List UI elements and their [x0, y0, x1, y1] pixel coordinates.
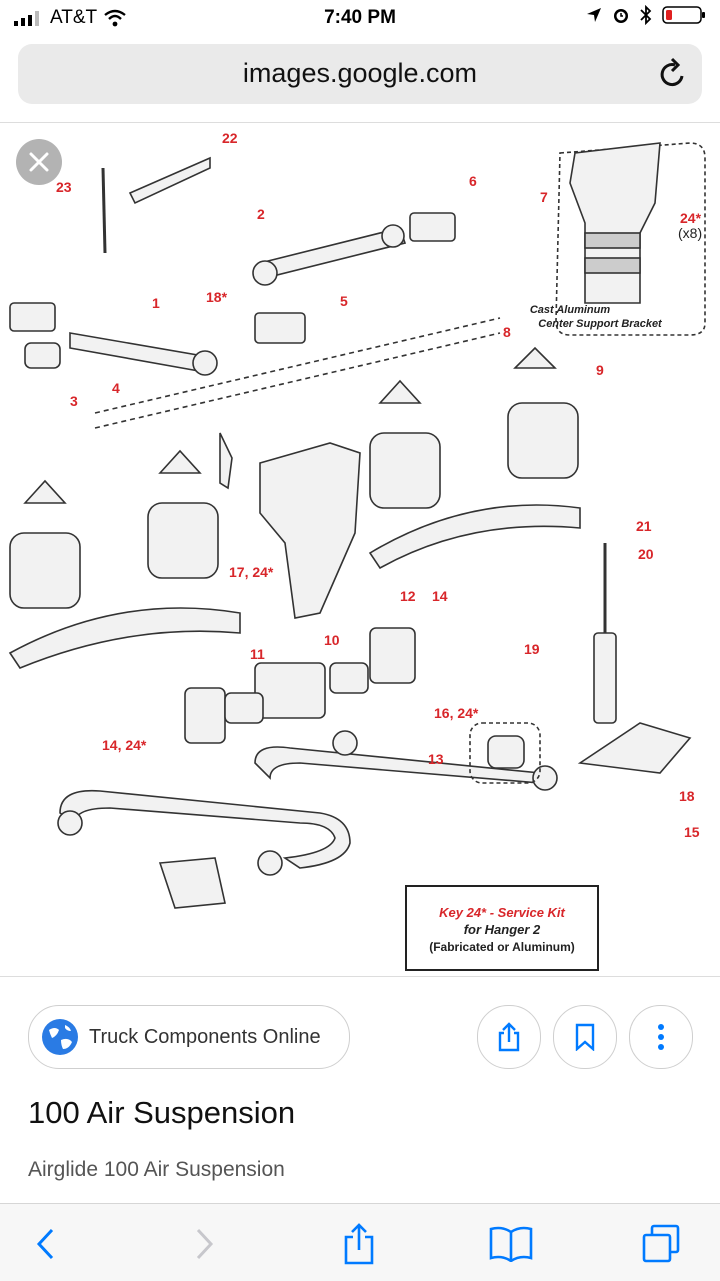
address-bar[interactable]: images.google.com	[18, 44, 702, 104]
callout-23: 23	[56, 179, 72, 195]
callout-1: 1	[152, 295, 160, 311]
callout-14: 14	[432, 588, 448, 604]
callout-8: 8	[503, 324, 511, 340]
callout-12: 12	[400, 588, 416, 604]
callout-22: 22	[222, 130, 238, 146]
callout-4: 4	[112, 380, 120, 396]
result-subtitle: Airglide 100 Air Suspension	[28, 1158, 285, 1181]
browser-toolbar	[0, 1203, 720, 1281]
battery-icon	[662, 6, 705, 24]
result-title[interactable]: 100 Air Suspension	[28, 1095, 296, 1130]
reload-icon[interactable]	[658, 56, 688, 90]
bookmark-icon	[575, 1023, 595, 1051]
back-arrow-icon	[36, 1228, 54, 1260]
status-right	[586, 5, 706, 25]
callout-9: 9	[596, 362, 604, 378]
callout-7: 7	[540, 189, 548, 205]
callout-10: 10	[324, 632, 340, 648]
callout-labels: 1 2 3 4 5 6 7 8 9 10 11 12 13 14 15 18 1…	[56, 130, 702, 840]
callout-18-star: 18*	[206, 289, 228, 305]
bookmarks-button[interactable]	[486, 1222, 536, 1266]
key-line3: (Fabricated or Aluminum)	[429, 940, 575, 954]
callout-2: 2	[257, 206, 265, 222]
share-button[interactable]	[334, 1222, 384, 1266]
suspension-diagram: Key 24* - Service Kit for Hanger 2 (Fabr…	[8, 130, 706, 971]
callout-17-24: 17, 24*	[229, 564, 274, 580]
key-title: Key 24* - Service Kit	[439, 905, 565, 920]
callout-13: 13	[428, 751, 444, 767]
callout-21: 21	[636, 518, 652, 534]
signal-icon	[14, 11, 39, 26]
callout-3: 3	[70, 393, 78, 409]
callout-18: 18	[679, 788, 695, 804]
alarm-icon	[614, 9, 628, 23]
more-options-button[interactable]	[629, 1005, 693, 1069]
callout-x8: (x8)	[678, 225, 702, 241]
more-vertical-icon	[658, 1024, 664, 1050]
bluetooth-icon	[640, 5, 652, 25]
close-image-button[interactable]	[16, 139, 62, 185]
status-bar: AT&T 7:40 PM	[0, 0, 720, 38]
status-left: AT&T	[14, 7, 127, 29]
share-icon	[344, 1223, 374, 1265]
inset-caption-2: Center Support Bracket	[538, 318, 663, 330]
source-name: Truck Components Online	[89, 1025, 321, 1048]
forward-arrow-icon	[196, 1228, 214, 1260]
wifi-icon	[104, 9, 126, 27]
carrier-label: AT&T	[50, 7, 98, 28]
forward-button[interactable]	[180, 1222, 230, 1266]
callout-20: 20	[638, 546, 654, 562]
share-icon	[498, 1022, 520, 1052]
status-time: 7:40 PM	[324, 7, 396, 28]
callout-5: 5	[340, 293, 348, 309]
url-text[interactable]: images.google.com	[242, 58, 478, 88]
callout-11: 11	[250, 646, 265, 662]
image-viewer[interactable]: Key 24* - Service Kit for Hanger 2 (Fabr…	[0, 122, 720, 977]
share-result-button[interactable]	[477, 1005, 541, 1069]
callout-6: 6	[469, 173, 477, 189]
key-line2: for Hanger 2	[464, 922, 541, 937]
callout-16-24: 16, 24*	[434, 705, 479, 721]
back-button[interactable]	[20, 1222, 70, 1266]
close-icon	[29, 152, 49, 172]
callout-19: 19	[524, 641, 540, 657]
tabs-button[interactable]	[636, 1222, 686, 1266]
save-result-button[interactable]	[553, 1005, 617, 1069]
source-link-button[interactable]: Truck Components Online	[28, 1005, 350, 1069]
callout-24-star: 24*	[680, 210, 702, 226]
open-book-icon	[489, 1226, 533, 1262]
callout-14-24: 14, 24*	[102, 737, 147, 753]
location-icon	[587, 8, 601, 22]
globe-icon	[42, 1019, 78, 1055]
tabs-icon	[642, 1224, 680, 1263]
callout-15: 15	[684, 824, 700, 840]
inset-caption-1: Cast Aluminum	[530, 304, 610, 316]
